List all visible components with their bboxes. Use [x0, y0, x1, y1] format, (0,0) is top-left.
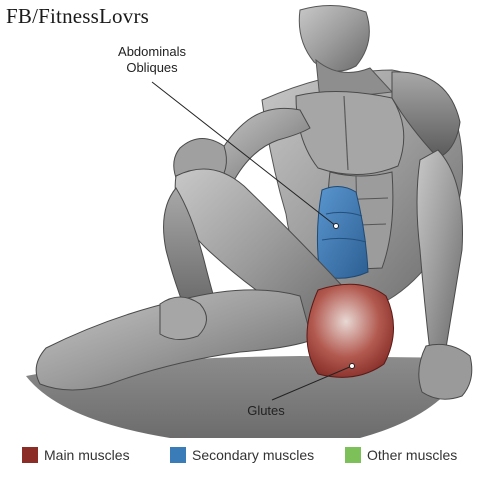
- shoulder: [391, 71, 461, 159]
- legend-item-secondary: Secondary muscles: [170, 447, 314, 463]
- foot: [159, 296, 207, 340]
- legend-swatch-main: [22, 447, 38, 463]
- neck: [315, 58, 394, 101]
- abdominals-obliques-callout: Abdominals Obliques: [96, 44, 208, 76]
- legend-swatch-other: [345, 447, 361, 463]
- right-hand: [418, 343, 473, 400]
- glutes-callout-line: [271, 365, 353, 401]
- legend-swatch-secondary: [170, 447, 186, 463]
- legend-label-secondary: Secondary muscles: [192, 447, 315, 463]
- head: [298, 4, 370, 72]
- legend: Main muscles Secondary muscles Other mus…: [0, 444, 493, 470]
- chest: [295, 91, 405, 175]
- legend-item-main: Main muscles: [22, 447, 130, 463]
- legend-label-main: Main muscles: [44, 447, 130, 463]
- abdominals-callout-line: [151, 81, 337, 227]
- right-arm: [416, 149, 463, 353]
- obliques-highlight: [316, 186, 369, 279]
- glutes-callout: Glutes: [236, 403, 296, 419]
- legend-item-other: Other muscles: [345, 447, 457, 463]
- callout-abdominals: Abdominals: [118, 44, 186, 59]
- legend-label-other: Other muscles: [367, 447, 458, 463]
- watermark: FB/FitnessLovrs: [6, 4, 150, 28]
- callout-obliques: Obliques: [126, 60, 178, 75]
- floor: [26, 356, 470, 438]
- glutes-highlight: [306, 283, 395, 378]
- callout-glutes: Glutes: [247, 403, 285, 418]
